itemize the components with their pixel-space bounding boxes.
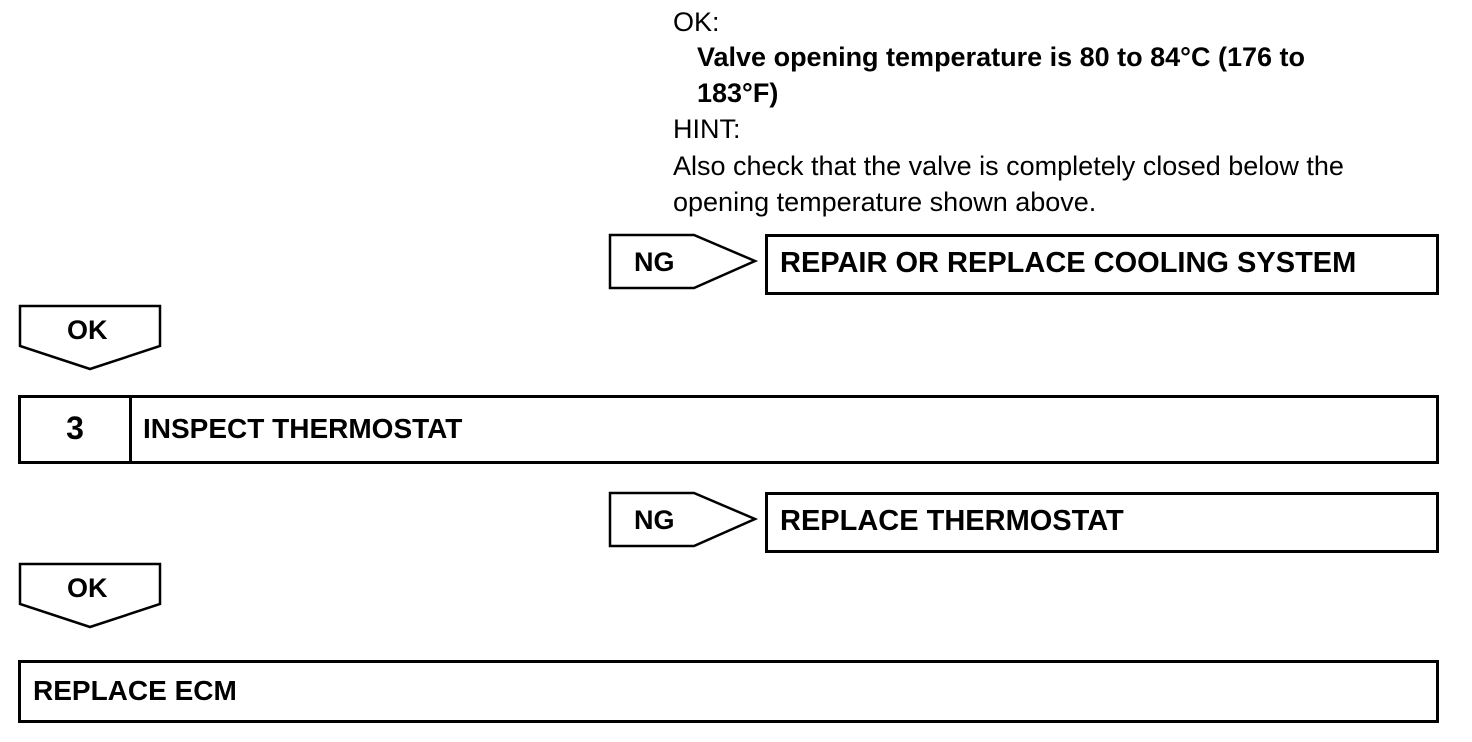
hint-label: HINT: [673, 114, 741, 144]
ng-arrow-1-label: NG [634, 247, 675, 277]
result-box-repair-cooling-text: REPAIR OR REPLACE COOLING SYSTEM [780, 247, 1357, 279]
hint-line-2: opening temperature shown above. [673, 187, 1097, 217]
spec-ok-label: OK: [673, 7, 720, 37]
result-box-repair-cooling: REPAIR OR REPLACE COOLING SYSTEM [765, 234, 1439, 295]
spec-line-2: 183°F) [697, 78, 779, 108]
step-divider [129, 398, 132, 461]
hint-line-1: Also check that the valve is completely … [673, 151, 1344, 181]
ok-down-arrow-1-label: OK [67, 315, 108, 345]
ok-down-arrow-2: OK [18, 562, 162, 629]
result-box-replace-ecm-text: REPLACE ECM [33, 675, 237, 706]
step-3-box: 3 INSPECT THERMOSTAT [18, 395, 1439, 464]
result-box-replace-thermostat: REPLACE THERMOSTAT [765, 492, 1439, 553]
ng-arrow-2-label: NG [634, 505, 675, 535]
step-title: INSPECT THERMOSTAT [143, 413, 463, 444]
ok-down-arrow-1: OK [18, 304, 162, 371]
ok-down-arrow-2-label: OK [67, 573, 108, 603]
spec-line-1: Valve opening temperature is 80 to 84°C … [697, 42, 1306, 72]
result-box-replace-thermostat-text: REPLACE THERMOSTAT [780, 505, 1124, 537]
ng-arrow-2: NG [608, 491, 759, 548]
ng-arrow-1: NG [608, 233, 759, 290]
result-box-replace-ecm: REPLACE ECM [18, 660, 1439, 723]
step-number: 3 [66, 410, 84, 446]
